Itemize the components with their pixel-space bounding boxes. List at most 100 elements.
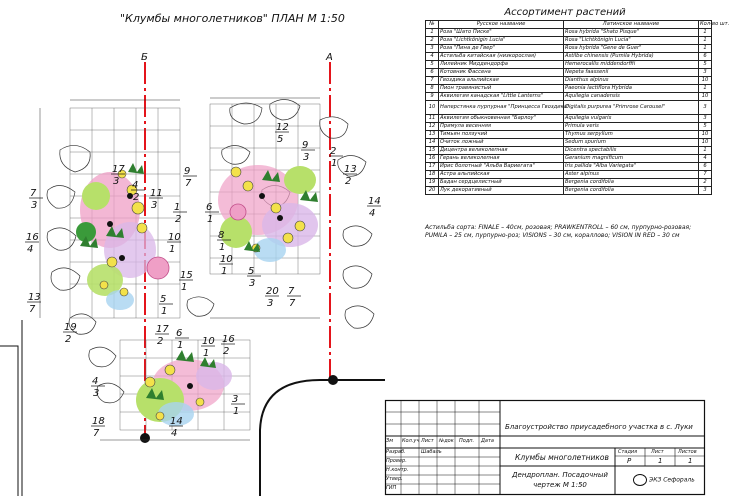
assortment-cell-n: 6 <box>425 68 439 77</box>
callout-plant-number: 12 <box>276 122 289 133</box>
col-qty: Кол-во шт. <box>698 20 729 29</box>
assortment-cell-q: 2 <box>698 178 712 187</box>
callout-plant-count: 7 <box>93 428 100 439</box>
stamp-drawing: Дендроплан. Посадочный чертеж М 1:50 <box>510 470 610 490</box>
plant-callout: 101 <box>219 254 233 277</box>
callout-plant-number: 9 <box>302 140 308 151</box>
dimension-lines <box>39 97 320 441</box>
assortment-cell-lat: Aster alpinus <box>563 170 699 179</box>
assortment-cell-ru: Астра альпийская <box>438 170 564 179</box>
callout-plant-number: 19 <box>64 322 77 333</box>
callout-plant-number: 18 <box>92 416 105 427</box>
stamp-col-qty: Кол.уч <box>402 438 420 444</box>
assortment-cell-ru: Гвоздика альпийская <box>438 76 564 85</box>
assortment-cell-q: 1 <box>698 146 712 155</box>
plant-callout: 77 <box>287 286 301 309</box>
assortment-cell-lat: Rosa hybrida "Gene de Guer" <box>563 44 699 53</box>
stamp-org: ЭКЗ Сефораль <box>633 474 695 486</box>
col-lat: Латинское название <box>563 20 699 29</box>
stamp-sheet-title: Клумбы многолетников <box>515 453 609 462</box>
assortment-cell-n: 8 <box>425 84 439 93</box>
assortment-cell-ru: Очиток ложный <box>438 138 564 147</box>
assortment-cell-lat: Bergenia cordifolia <box>563 186 699 195</box>
callout-plant-number: 16 <box>222 334 235 345</box>
callout-plant-number: 13 <box>344 164 357 175</box>
assortment-cell-q: 6 <box>698 52 712 61</box>
callout-plant-count: 3 <box>113 176 119 187</box>
callout-plant-number: 17 <box>156 324 169 335</box>
callout-plant-number: 20 <box>266 286 279 297</box>
callout-plant-number: 11 <box>150 188 163 199</box>
callout-plant-count: 1 <box>161 306 167 317</box>
callout-plant-count: 3 <box>93 388 99 399</box>
plant-callout: 164 <box>25 232 39 255</box>
assortment-cell-lat: Aquilegia vulgaris <box>563 114 699 123</box>
stamp-sheet: 1 <box>658 457 663 465</box>
plant-callout: 113 <box>149 188 163 211</box>
assortment-cell-ru: Астильба китайская (низкорослая) <box>438 52 564 61</box>
stamp-sheet-header: Лист <box>651 449 664 455</box>
assortment-cell-lat: Bergenia cordifolia <box>563 178 699 187</box>
plant-callout: 51 <box>159 294 173 317</box>
stamp-author: Шабаль <box>421 449 442 455</box>
assortment-cell-lat: Dicentra spectabilis <box>563 146 699 155</box>
assortment-cell-q: 3 <box>698 68 712 77</box>
flower-bed-right <box>218 165 318 262</box>
assortment-cell-n: 7 <box>425 76 439 85</box>
callout-plant-number: 10 <box>168 232 181 243</box>
assortment-cell-n: 3 <box>425 44 439 53</box>
assortment-cell-ru: Герань великолепная <box>438 154 564 163</box>
stamp-role-developer: Разраб. <box>386 449 406 455</box>
astilbe-note: Астильба сорта: FINALE – 40см, розовая; … <box>425 224 692 239</box>
plant-callout: 61 <box>205 202 219 225</box>
callout-plant-count: 3 <box>303 152 309 163</box>
flower-bed-left <box>76 163 170 310</box>
callout-plant-number: 16 <box>26 232 39 243</box>
assortment-cell-lat: Nepeta faassenii <box>563 68 699 77</box>
assortment-cell-ru: Лук декоративный <box>438 186 564 195</box>
plant-callout: 73 <box>29 188 43 211</box>
callout-plant-count: 2 <box>345 176 351 187</box>
plant-callout: 93 <box>301 140 315 163</box>
plant-callout: 61 <box>175 328 189 351</box>
plan-title: "Клумбы многолетников" ПЛАН М 1:50 <box>120 12 345 25</box>
callout-plant-count: 3 <box>31 200 37 211</box>
stamp-role-norm: Н.контр. <box>386 467 409 473</box>
plant-callout: 21 <box>329 146 343 169</box>
plant-callout: 172 <box>155 324 169 347</box>
plant-callout: 144 <box>169 416 183 439</box>
callout-plant-count: 7 <box>29 304 36 315</box>
assortment-cell-q: 4 <box>698 154 712 163</box>
axis-marker-b <box>140 433 150 443</box>
assortment-cell-ru: Наперстянка пурпурная "Принцесса Гвоздик… <box>438 100 569 115</box>
callout-plant-count: 2 <box>157 336 163 347</box>
callout-plant-number: 14 <box>170 416 183 427</box>
assortment-cell-lat: Iris pallida "Alba Variegata" <box>563 162 699 171</box>
callout-plant-number: 4 <box>92 376 98 387</box>
callout-plant-number: 6 <box>176 328 182 339</box>
assortment-cell-n: 13 <box>425 130 439 139</box>
assortment-cell-q: 3 <box>698 100 712 115</box>
plant-callout: 137 <box>27 292 41 315</box>
col-ru: Русское название <box>438 20 564 29</box>
assortment-cell-ru: Лилейник Миддендорфа <box>438 60 564 69</box>
assortment-title: Ассортимент растений <box>504 7 626 18</box>
callout-plant-count: 3 <box>249 278 255 289</box>
house-outline <box>0 345 19 496</box>
assortment-cell-q: 10 <box>698 138 712 147</box>
callout-plant-count: 2 <box>223 346 229 357</box>
callout-plant-count: 7 <box>289 298 296 309</box>
assortment-cell-n: 4 <box>425 52 439 61</box>
plant-callout: 43 <box>91 376 105 399</box>
callout-plant-count: 3 <box>151 200 157 211</box>
callout-plant-number: 3 <box>232 394 238 405</box>
